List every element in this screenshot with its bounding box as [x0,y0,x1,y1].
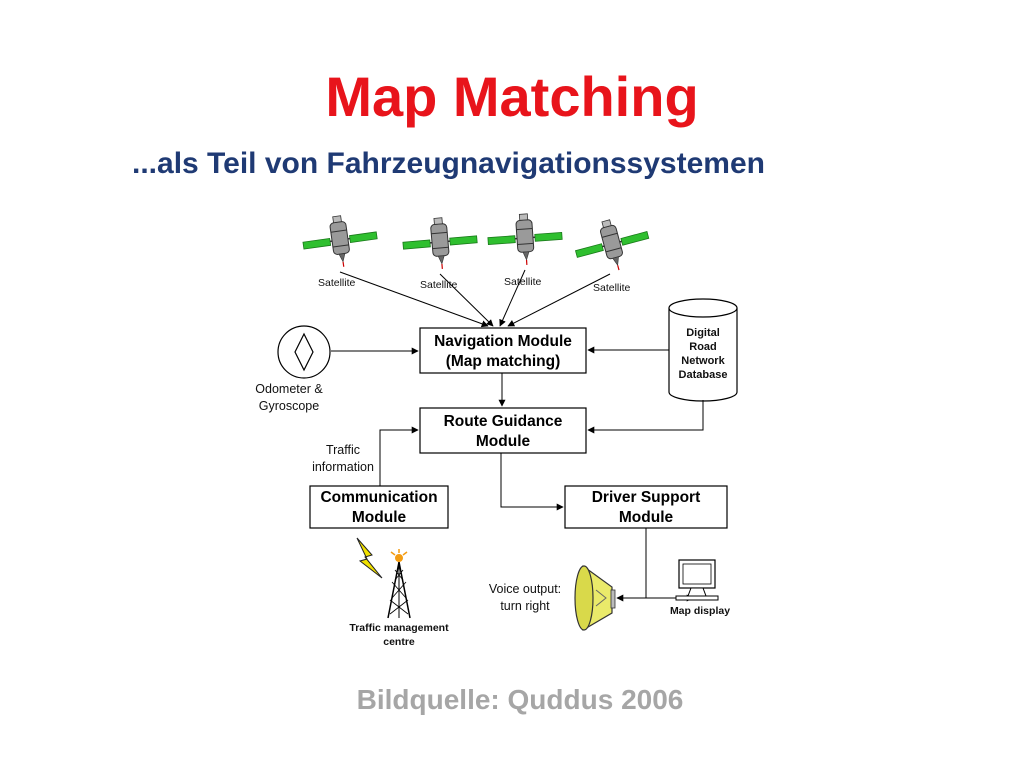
satellite-signal-arrow [507,273,611,327]
odometer-label-line2: Gyroscope [259,399,319,413]
driver-support-box: Driver Support Module [564,485,728,529]
route-guidance-line1: Route Guidance [444,413,563,430]
navigation-module-line1: Navigation Module [434,333,572,350]
slide-subtitle: ...als Teil von Fahrzeugnavigationssyste… [132,147,765,180]
satellite-1: Satellite [299,210,382,289]
route-guidance-line2: Module [476,433,531,450]
road-network-database: Digital Road Network Database [668,298,738,402]
communication-module-line2: Module [352,509,407,526]
monitor-icon [675,559,719,601]
route-guidance-box: Route Guidance Module [419,407,587,454]
satellite-label: Satellite [593,282,631,294]
database-label-line4: Database [679,369,728,381]
traffic-centre-line2: centre [383,636,415,648]
voice-output-line1: Voice output: [489,582,561,596]
odometer-gyroscope: Odometer & Gyroscope [255,325,331,413]
map-display-label: Map display [670,605,730,617]
navigation-module-box: Navigation Module (Map matching) [419,327,587,374]
traffic-information-line1: Traffic [326,443,360,457]
antenna-tower-icon [387,549,411,619]
satellite-4: Satellite [569,210,656,294]
image-source: Bildquelle: Quddus 2006 [356,684,684,715]
satellite-label: Satellite [504,276,542,288]
navigation-module-line2: (Map matching) [446,353,561,370]
traffic-information-line2: information [312,460,374,474]
satellite-signal-arrow [439,273,494,327]
voice-output-line2: turn right [500,599,550,613]
lightning-bolt-icon [356,537,383,579]
loudspeaker-icon [574,565,616,631]
database-label-line2: Road [689,341,717,353]
database-label-line3: Network [681,355,725,367]
communication-module-line1: Communication [320,489,437,506]
satellite-signal-arrow [339,271,489,328]
traffic-centre-line1: Traffic management [349,622,449,634]
satellite-3: Satellite [485,210,565,288]
database-label-line1: Digital [686,327,720,339]
satellite-signal-arrow [499,269,526,327]
satellite-2: Satellite [400,214,480,291]
database-to-route-arrow [587,400,704,434]
communication-module-box: Communication Module [309,485,449,529]
driver-support-line1: Driver Support [592,489,701,506]
satellite-label: Satellite [318,277,356,289]
driver-support-line2: Module [619,509,674,526]
slide-title: Map Matching [325,65,699,128]
odometer-label-line1: Odometer & [255,382,323,396]
route-to-driver-support-arrow [500,453,564,511]
traffic-information-arrow [379,426,419,486]
